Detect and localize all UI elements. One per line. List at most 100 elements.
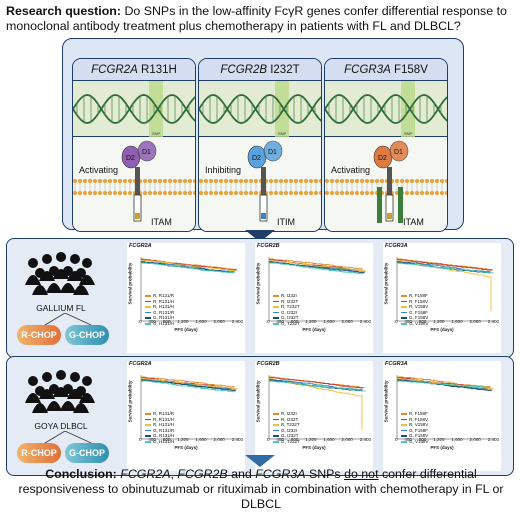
domain-d2-label: D2 [126, 155, 135, 162]
legend-swatch [273, 295, 279, 297]
receptor-role-label: Activating [79, 165, 118, 175]
legend-label: G, R131/H [153, 315, 175, 321]
x-tick: 800 [418, 319, 427, 324]
legend-entry: R, I232I [273, 293, 300, 299]
domain-d2-label: D2 [252, 155, 261, 162]
legend-swatch [273, 424, 279, 426]
legend-entry: R, V158V [401, 422, 429, 428]
x-tick: 400 [148, 319, 156, 324]
legend-label: R, F158V [409, 298, 429, 304]
legend-entry: R, R131/R [145, 293, 174, 299]
legend-label: G, F158V [409, 433, 429, 439]
x-tick: 2,400 [231, 437, 243, 442]
conclusion-sep-1: , [170, 467, 178, 481]
km-plot-title: FCGR3A [385, 243, 408, 249]
x-tick: 2,400 [487, 319, 499, 324]
legend-swatch [401, 317, 407, 319]
legend-swatch [145, 441, 151, 443]
legend-label: G, F158F [409, 427, 429, 433]
conclusion-text-1: SNPs [305, 467, 345, 481]
legend-swatch [145, 306, 151, 308]
x-tick: 800 [162, 437, 171, 442]
legend-swatch [401, 413, 407, 415]
legend-label: R, R131/H [153, 416, 175, 422]
legend-entry: R, H131/H [145, 304, 174, 310]
legend-label: R, R131/R [153, 411, 175, 416]
legend-label: R, H131/H [153, 422, 175, 428]
legend-entry: G, F158V [401, 315, 429, 321]
legend-label: G, I232T [281, 433, 299, 439]
legend-entry: G, I232I [273, 428, 300, 434]
km-plot-title: FCGR2A [129, 361, 152, 367]
legend-entry: G, H131/H [145, 439, 174, 445]
x-tick: 1,200 [305, 319, 317, 324]
x-tick: 0 [395, 437, 398, 442]
legend-swatch [401, 311, 407, 314]
legend-swatch [273, 323, 279, 325]
legend-label: R, I232I [281, 293, 297, 298]
legend-label: G, I232T [281, 315, 299, 321]
y-axis-label: Survival probability [255, 380, 261, 423]
legend-swatch [145, 311, 151, 314]
x-tick: 800 [290, 437, 299, 442]
x-tick: 1,600 [323, 319, 335, 324]
legend-entry: R, F158V [401, 299, 429, 305]
km-plot-title: FCGR3A [385, 361, 408, 367]
gene-name: FCGR3A [344, 64, 391, 76]
research-question-text-2: R genes confer differential response to … [6, 4, 507, 33]
patient-group-icon [25, 370, 95, 413]
legend-label: G, R131/H [153, 433, 175, 439]
legend-label: G, H131/H [153, 320, 175, 326]
legend-swatch [145, 413, 151, 415]
x-tick: 2,000 [469, 437, 481, 442]
x-axis-label: PFS (days) [302, 327, 326, 332]
y-axis-label: Survival probability [383, 262, 389, 305]
x-tick: 2,400 [359, 437, 371, 442]
legend-label: G, H131/H [153, 438, 175, 444]
legend-entry: R, R131/H [145, 417, 174, 423]
arm-rchop-badge: R-CHOP [17, 325, 61, 345]
x-tick: 1,200 [177, 437, 189, 442]
legend-swatch [273, 317, 279, 319]
legend-swatch [401, 435, 407, 437]
legend-swatch [145, 300, 151, 303]
signaling-motif-label: ITIM [277, 217, 295, 227]
research-question-label: Research question: [6, 4, 121, 18]
arm-gchop-badge: G-CHOP [65, 325, 109, 345]
x-tick: 1,200 [177, 319, 189, 324]
gene-name: FCGR2B [220, 64, 268, 76]
legend-entry: R, T232T [273, 304, 300, 310]
legend-swatch [401, 418, 407, 421]
legend-label: G, V158V [409, 320, 429, 326]
legend-label: G, F158V [409, 315, 429, 321]
x-axis-label: PFS (days) [430, 445, 454, 450]
legend-entry: G, I232T [273, 433, 300, 439]
y-axis-label: Survival probability [127, 380, 133, 423]
legend-swatch [273, 418, 279, 421]
receptor-role-label: Inhibiting [205, 165, 241, 175]
legend-label: G, I232I [281, 309, 298, 315]
dna-helix-illustration: SNP [199, 81, 321, 137]
conclusion-gene-3: FCGR3A [255, 467, 306, 481]
x-tick: 400 [404, 437, 412, 442]
legend-label: G, I232I [281, 427, 298, 433]
x-tick: 1,600 [451, 319, 463, 324]
conclusion-label: Conclusion: [45, 467, 117, 481]
legend-swatch [401, 441, 407, 443]
x-tick: 2,400 [359, 319, 371, 324]
study-name: GOYA DLBCL [34, 421, 88, 431]
x-tick: 400 [148, 437, 156, 442]
conclusion-gene-2: FCGR2B [177, 467, 228, 481]
legend-label: G, V158V [409, 438, 429, 444]
dna-helix-illustration: SNP [325, 81, 447, 137]
x-tick: 400 [404, 319, 412, 324]
legend-entry: G, T232T [273, 321, 300, 327]
legend-entry: G, R131/R [145, 428, 174, 434]
